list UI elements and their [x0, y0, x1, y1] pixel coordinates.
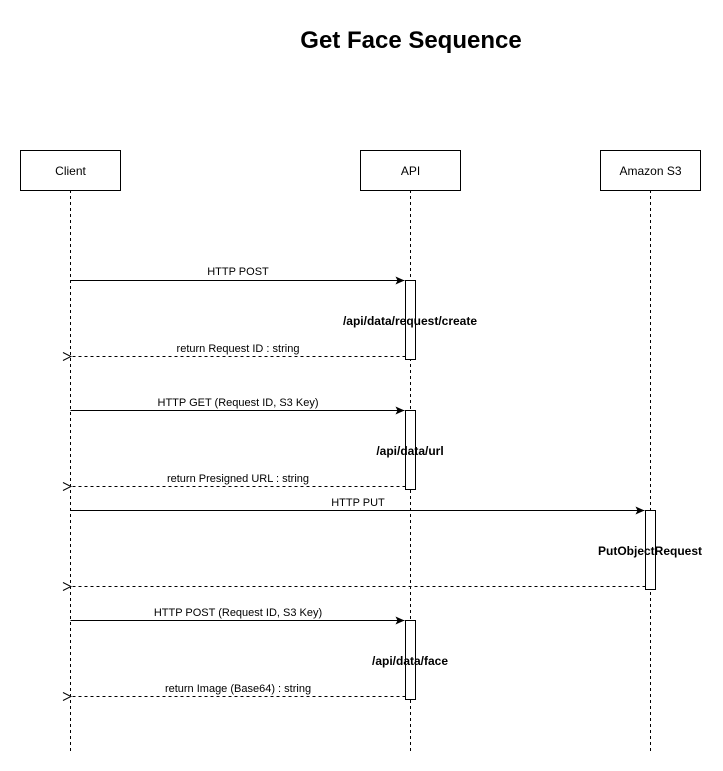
activation-label-create: /api/data/request/create — [343, 314, 477, 328]
message-label-http-post-face: HTTP POST (Request ID, S3 Key) — [154, 607, 322, 619]
message-label-http-post: HTTP POST — [207, 266, 269, 278]
return-label-request-id: return Request ID : string — [177, 343, 300, 355]
actor-client[interactable]: Client — [20, 150, 121, 191]
activation-label-face: /api/data/face — [372, 654, 448, 668]
activation-label-putobject: PutObjectRequest — [598, 544, 702, 558]
actor-api-label: API — [401, 164, 420, 178]
actor-s3[interactable]: Amazon S3 — [600, 150, 701, 191]
message-label-http-get: HTTP GET (Request ID, S3 Key) — [158, 397, 319, 409]
activation-label-url: /api/data/url — [376, 444, 443, 458]
diagram-title: Get Face Sequence — [300, 27, 521, 54]
actor-client-label: Client — [55, 164, 86, 178]
activation-bar-putobject[interactable] — [645, 510, 656, 590]
actor-api[interactable]: API — [360, 150, 461, 191]
return-label-image: return Image (Base64) : string — [165, 683, 311, 695]
activation-bar-create[interactable] — [405, 280, 416, 360]
actor-s3-label: Amazon S3 — [619, 164, 681, 178]
activation-bar-url[interactable] — [405, 410, 416, 490]
activation-bar-face[interactable] — [405, 620, 416, 700]
return-label-presigned-url: return Presigned URL : string — [167, 473, 309, 485]
message-label-http-put: HTTP PUT — [331, 497, 385, 509]
